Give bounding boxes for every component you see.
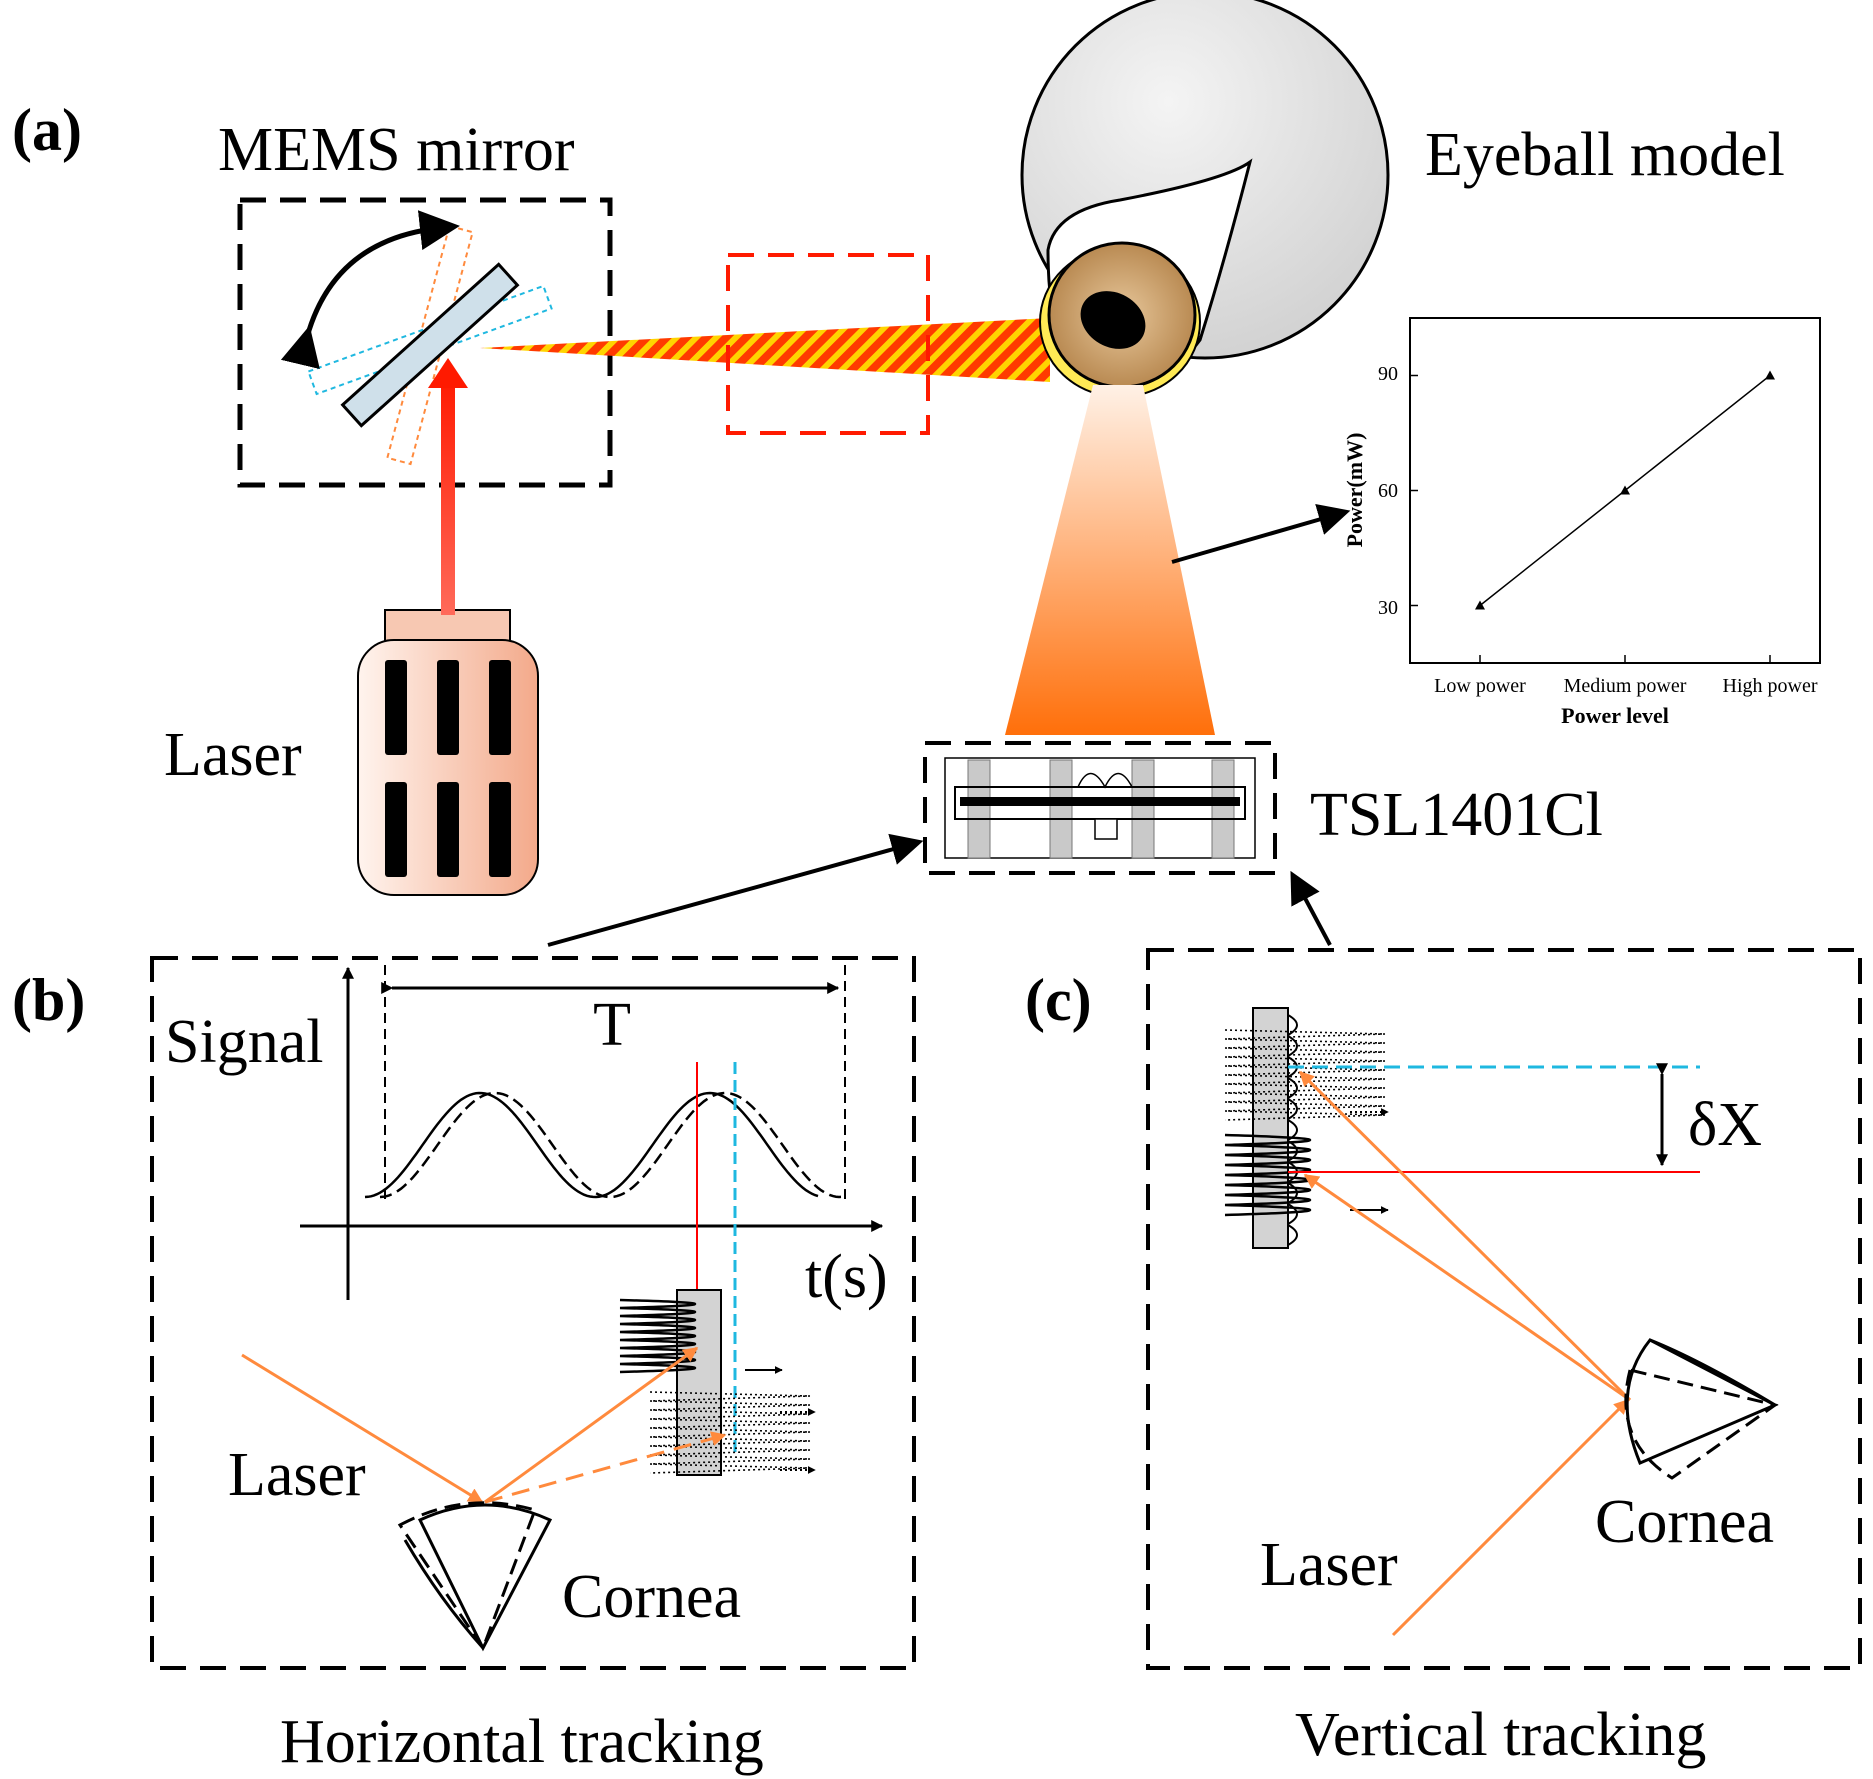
- sensor-box: [923, 741, 1277, 875]
- laser-beam-arrowhead: [428, 358, 468, 388]
- delta-x-label: δX: [1688, 1091, 1762, 1159]
- cornea-label-b: Cornea: [562, 1563, 741, 1631]
- x-tick-label-2: High power: [1723, 675, 1818, 697]
- x-tick-label-1: Medium power: [1564, 675, 1687, 697]
- reflected-ray-c-1: [1298, 1070, 1632, 1402]
- signal-wave-solid: [364, 1091, 819, 1199]
- panel-c-box: [1146, 948, 1862, 1670]
- cornea-shape-b: [397, 1501, 553, 1652]
- horizontal-tracking-label: Horizontal tracking: [280, 1708, 764, 1776]
- incident-ray-c: [1391, 1398, 1630, 1637]
- beam-focus-box: [726, 253, 930, 435]
- scan-pattern-dotted-c: [1224, 1029, 1386, 1121]
- mems-mirror-plate: [340, 262, 520, 428]
- reflected-ray-b: [484, 1346, 699, 1504]
- panel-b-to-sensor-arrow: [547, 833, 924, 947]
- signal-label: Signal: [165, 1008, 323, 1076]
- data-point-0: [1475, 600, 1485, 610]
- reflected-ray-c-2: [1303, 1173, 1631, 1402]
- eyeball-model-label: Eyeball model: [1425, 121, 1785, 189]
- chart-marks: [1410, 370, 1775, 663]
- y-tick-label-1: 60: [1378, 480, 1398, 502]
- sensor-chip: [944, 757, 1256, 859]
- panel-label-a: (a): [12, 97, 82, 163]
- panel-label-b: (b): [12, 967, 85, 1033]
- y-tick-label-2: 90: [1378, 363, 1398, 385]
- panel-b-box: [150, 956, 916, 1670]
- cone-to-chart-arrow: [1171, 504, 1351, 564]
- laser-label-b: Laser: [228, 1441, 366, 1509]
- incident-ray-b: [241, 1353, 484, 1504]
- laser-vents: [385, 660, 511, 877]
- scan-pattern-dotted-b: [649, 1391, 811, 1474]
- x-tick-label-0: Low power: [1434, 675, 1526, 697]
- laser-label-c: Laser: [1260, 1531, 1398, 1599]
- cornea-shape-c: [1624, 1338, 1779, 1480]
- cornea-label-c: Cornea: [1595, 1488, 1774, 1556]
- chart-xlabel: Power level: [1561, 703, 1669, 728]
- panel-c-to-sensor-arrow: [1290, 870, 1332, 946]
- scatter-cone: [1005, 385, 1215, 735]
- data-point-1: [1620, 485, 1630, 495]
- mirror-rotation-arrow: [280, 210, 460, 370]
- sensor-label: TSL1401Cl: [1310, 781, 1603, 849]
- chart-frame: [1409, 317, 1821, 664]
- chart-ylabel: Power(mW): [1342, 433, 1367, 548]
- data-point-2: [1765, 370, 1775, 380]
- reflected-beam: [480, 318, 1050, 382]
- laser-cap: [384, 609, 511, 643]
- mems-mirror-box: [237, 197, 613, 488]
- time-axis-label: t(s): [805, 1243, 888, 1311]
- mems-mirror-label: MEMS mirror: [218, 116, 575, 184]
- power-chart: Low power Medium power High power Power …: [1342, 317, 1821, 728]
- pupil: [1080, 291, 1146, 349]
- vertical-tracking-label: Vertical tracking: [1295, 1701, 1706, 1769]
- laser-source-label: Laser: [164, 721, 302, 789]
- reflected-ray-dashed-b: [484, 1431, 727, 1504]
- y-tick-label-0: 30: [1378, 597, 1398, 619]
- period-label: T: [593, 991, 631, 1059]
- panel-label-c: (c): [1025, 967, 1092, 1033]
- laser-beam-vertical: [441, 375, 455, 615]
- signal-wave-dashed: [379, 1091, 846, 1199]
- scan-pattern-solid-c: [1224, 1133, 1312, 1217]
